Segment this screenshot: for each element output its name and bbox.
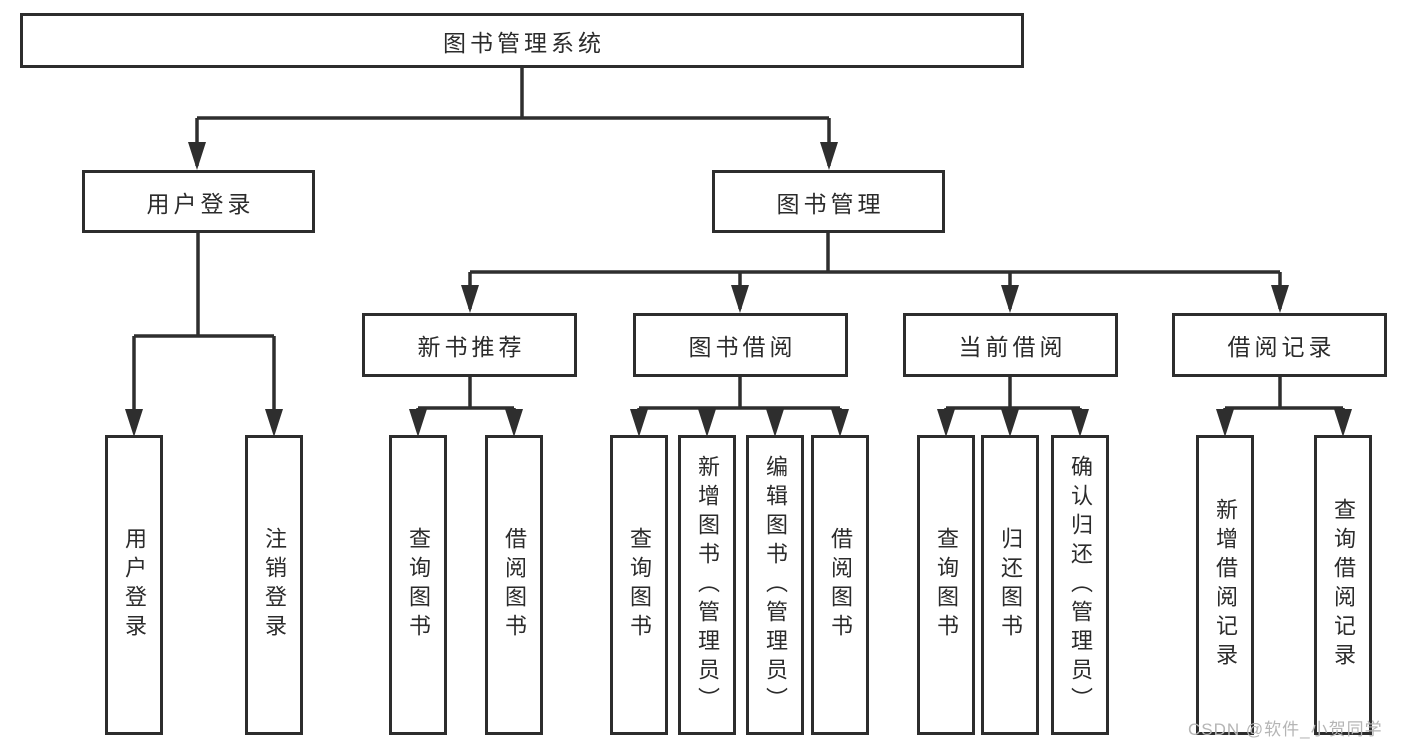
node-label: 新增借阅记录 <box>1213 498 1238 672</box>
node-label: 确认归还（管理员） <box>1068 454 1093 716</box>
leaf-logout: 注销登录 <box>245 435 303 735</box>
node-label: 查询图书 <box>627 527 652 643</box>
connector-recommend-to-leaves <box>416 377 516 431</box>
connector-borrow-to-leaves <box>637 377 842 431</box>
node-label: 新书推荐 <box>417 334 526 360</box>
node-label: 编辑图书（管理员） <box>763 454 788 716</box>
leaf-user-login: 用户登录 <box>105 435 163 735</box>
node-label: 用户登录 <box>146 190 255 217</box>
node-label: 借阅图书 <box>502 527 527 643</box>
leaf-query-books-borrow: 查询图书 <box>610 435 668 735</box>
connector-current-to-leaves <box>944 377 1082 431</box>
leaf-query-books-recommend: 查询图书 <box>389 435 447 735</box>
leaf-borrow-books-recommend: 借阅图书 <box>485 435 543 735</box>
leaf-add-books-admin: 新增图书（管理员） <box>678 435 736 735</box>
node-book-borrowing: 图书借阅 <box>633 313 848 377</box>
node-label: 借阅图书 <box>828 527 853 643</box>
connector-userlogin-to-leaves <box>132 233 276 431</box>
node-new-book-recommendation: 新书推荐 <box>362 313 577 377</box>
leaf-query-books-current: 查询图书 <box>917 435 975 735</box>
node-borrowing-records: 借阅记录 <box>1172 313 1387 377</box>
node-label: 注销登录 <box>262 527 287 643</box>
leaf-query-borrow-record: 查询借阅记录 <box>1314 435 1372 735</box>
leaf-borrow-books: 借阅图书 <box>811 435 869 735</box>
connector-root-to-level2 <box>195 68 831 166</box>
leaf-add-borrow-record: 新增借阅记录 <box>1196 435 1254 735</box>
connector-bookmgmt-to-level3 <box>468 233 1282 309</box>
node-label: 图书管理 <box>776 190 885 217</box>
node-current-borrowing: 当前借阅 <box>903 313 1118 377</box>
connector-records-to-leaves <box>1223 377 1345 431</box>
node-label: 图书借阅 <box>688 334 797 360</box>
node-book-management: 图书管理 <box>712 170 945 233</box>
node-user-login: 用户登录 <box>82 170 315 233</box>
node-label: 查询借阅记录 <box>1331 498 1356 672</box>
leaf-return-books: 归还图书 <box>981 435 1039 735</box>
node-label: 用户登录 <box>122 527 147 643</box>
csdn-watermark: CSDN @软件_小贺同学 <box>1188 720 1383 739</box>
node-label: 当前借阅 <box>958 334 1067 360</box>
node-label: 图书管理系统 <box>443 29 605 56</box>
node-label: 新增图书（管理员） <box>695 454 720 716</box>
node-label: 查询图书 <box>406 527 431 643</box>
node-label: 借阅记录 <box>1227 334 1336 360</box>
node-library-management-system: 图书管理系统 <box>20 13 1024 68</box>
node-label: 归还图书 <box>998 527 1023 643</box>
leaf-edit-books-admin: 编辑图书（管理员） <box>746 435 804 735</box>
leaf-confirm-return-admin: 确认归还（管理员） <box>1051 435 1109 735</box>
node-label: 查询图书 <box>934 527 959 643</box>
